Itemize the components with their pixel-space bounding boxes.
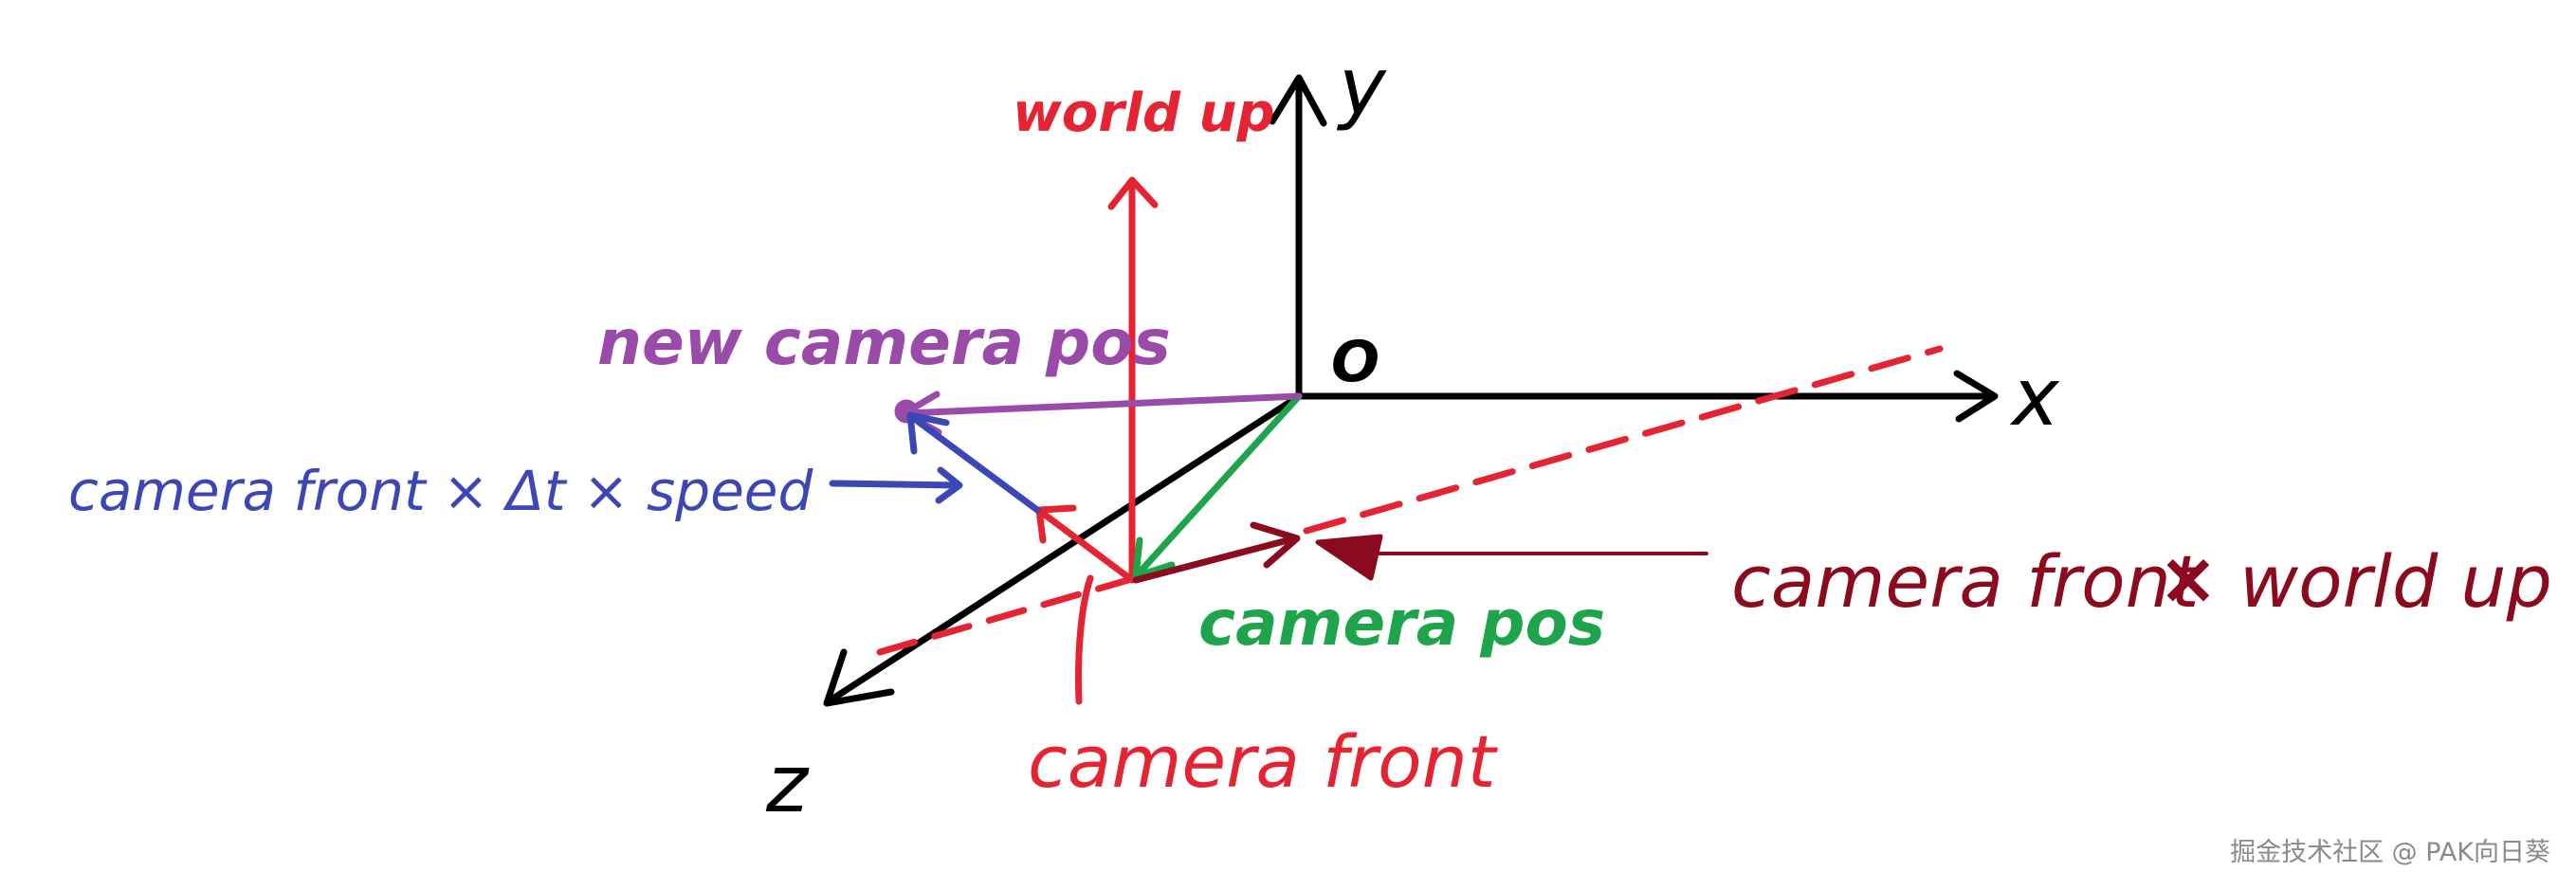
- z-axis-label: z: [765, 737, 810, 830]
- new-camera-pos-label: new camera pos: [597, 306, 1171, 379]
- world-up-label: world up: [1013, 82, 1275, 144]
- cross-product-label-right: world up: [2239, 539, 2552, 624]
- cross-sign-label: ×: [2158, 536, 2219, 620]
- cross-direction-line: [876, 345, 1944, 656]
- watermark: 掘金技术社区 @ PAK向日葵: [2230, 838, 2550, 867]
- world-up-arrowhead: [1107, 176, 1159, 210]
- axes: [823, 74, 1999, 707]
- z-axis-arrowhead: [823, 648, 895, 707]
- dashed-line-right: [1303, 345, 1944, 535]
- camera-front-pointer: [1075, 574, 1094, 705]
- front-dt-speed-label: camera front × Δt × speed: [68, 459, 813, 523]
- y-axis-label: y: [1336, 40, 1387, 133]
- cross-product-shaft: [1132, 535, 1299, 584]
- camera-front-shaft: [1037, 508, 1136, 584]
- origin-label: O: [1331, 329, 1379, 395]
- camera-pos-arrowhead: [1132, 536, 1176, 580]
- camera-pos-shaft: [1134, 392, 1303, 578]
- z-axis: [825, 392, 1303, 705]
- camera-pos-label: camera pos: [1198, 587, 1605, 660]
- x-axis-label: x: [2009, 351, 2060, 444]
- camera-pos-vector: [1132, 392, 1303, 580]
- y-axis-arrowhead: [1269, 74, 1327, 127]
- cross-product-pointer-blob: [1315, 534, 1383, 581]
- world-up-vector: [1107, 176, 1159, 584]
- front-dt-speed-pointer: [829, 480, 961, 489]
- front-dt-speed-shaft: [908, 413, 1041, 514]
- x-axis-arrowhead: [1953, 370, 1999, 423]
- cross-product-vector: [1132, 521, 1708, 584]
- new-camera-pos-vector: [894, 391, 1303, 436]
- camera-front-label: camera front: [1028, 719, 1499, 804]
- front-dt-speed-vector: [829, 411, 1041, 514]
- cross-product-arrowhead: [1250, 521, 1301, 569]
- new-camera-pos-shaft: [903, 392, 1303, 417]
- cross-product-label-left: camera front: [1731, 539, 2202, 624]
- front-dt-speed-pointer-head: [935, 466, 963, 504]
- dashed-line-left: [876, 576, 1132, 656]
- front-dt-speed-arrowhead: [906, 411, 950, 455]
